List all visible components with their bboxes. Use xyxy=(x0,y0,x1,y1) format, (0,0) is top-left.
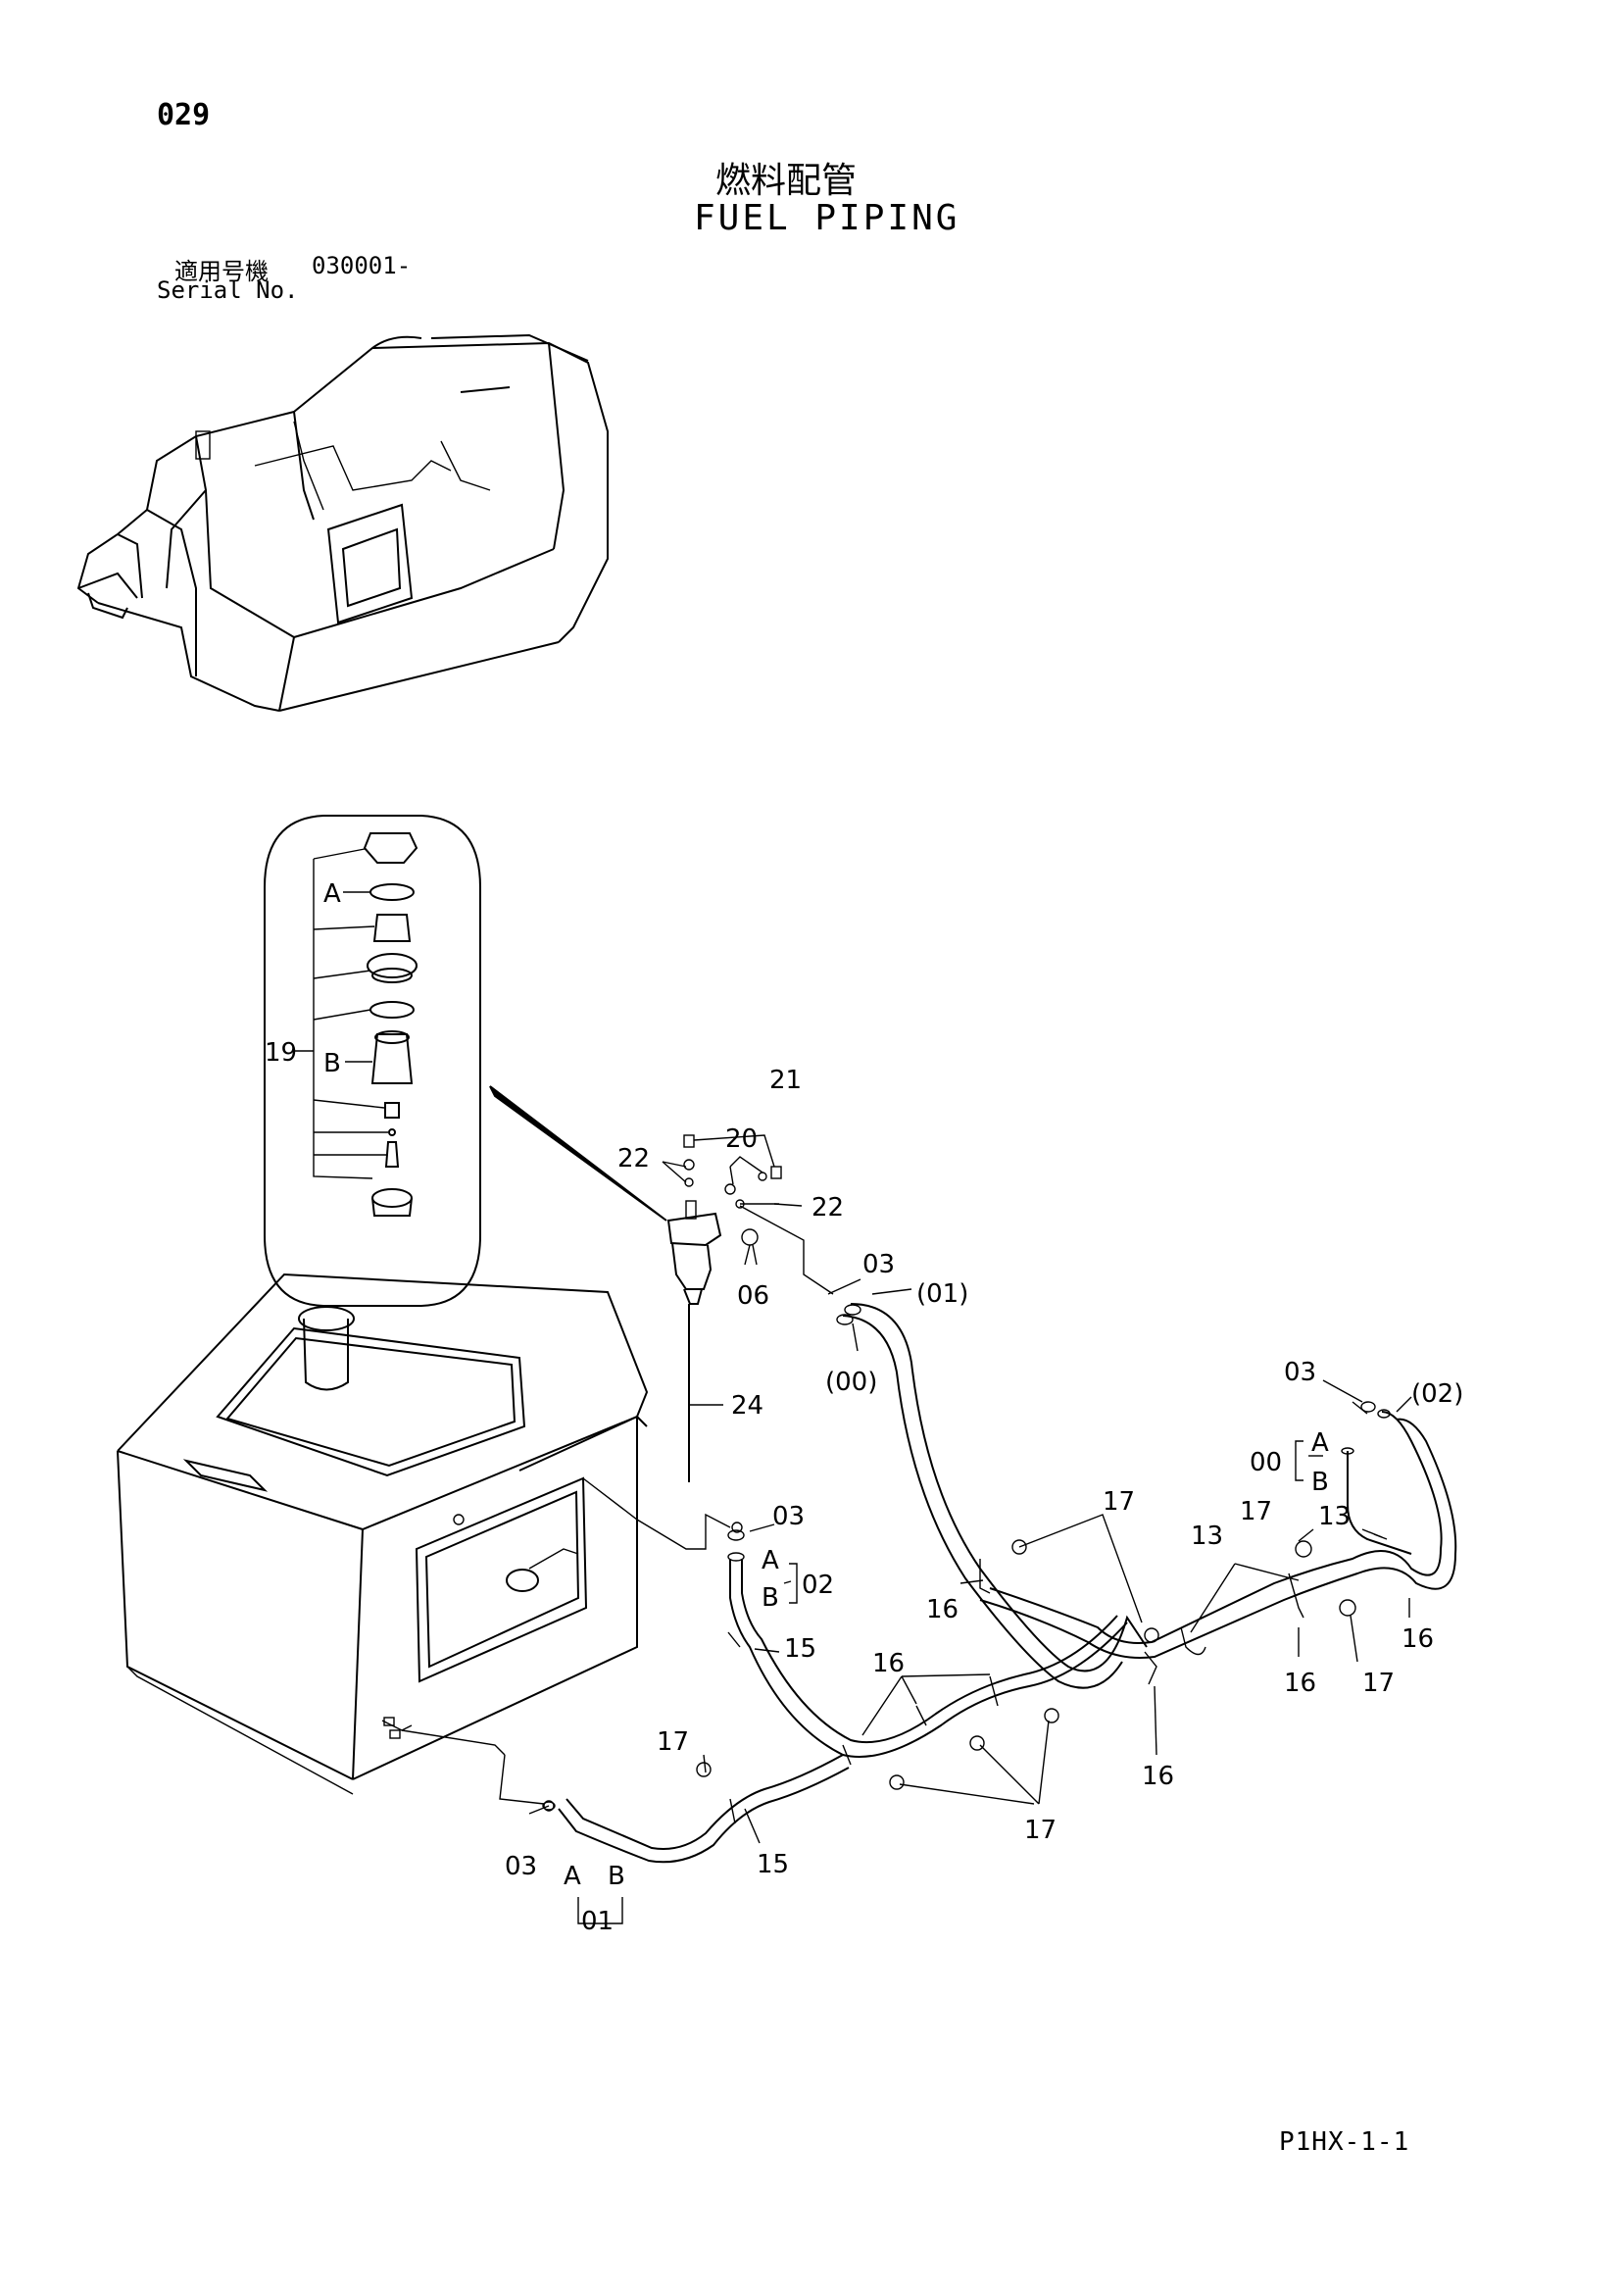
drawing-code: P1HX-1-1 xyxy=(1279,2127,1410,2157)
callout-03-top: 03 xyxy=(862,1250,895,1279)
page-title: FUEL PIPING xyxy=(694,198,960,238)
callout-00: 00 xyxy=(1250,1448,1282,1477)
callout-01: 01 xyxy=(581,1907,614,1936)
callout-filter-b: B xyxy=(323,1049,341,1078)
callout-15-bottom: 15 xyxy=(757,1850,789,1879)
callout-00-paren: (00) xyxy=(825,1368,877,1397)
callout-02: 02 xyxy=(802,1571,834,1600)
page-number: 029 xyxy=(157,98,211,132)
fuel-hose-routing xyxy=(528,1278,1457,1924)
callout-16-b: 16 xyxy=(872,1649,905,1678)
callout-20: 20 xyxy=(725,1124,758,1154)
callout-16-d: 16 xyxy=(1284,1669,1316,1698)
callout-03-mid: 03 xyxy=(772,1502,805,1531)
fuel-tank-illustration xyxy=(117,1273,731,1805)
page-title-japanese: 燃料配管 xyxy=(715,161,858,201)
callout-17-top: 17 xyxy=(1103,1487,1135,1517)
callout-00-a: A xyxy=(1311,1428,1329,1458)
callout-16-a: 16 xyxy=(926,1595,959,1624)
callout-01-paren: (01) xyxy=(916,1279,968,1309)
serial-label-japanese: 適用号機 xyxy=(174,258,269,285)
bracket-02 xyxy=(789,1563,798,1604)
callout-22-left: 22 xyxy=(617,1144,650,1173)
callout-01-a: A xyxy=(564,1862,581,1891)
callout-06: 06 xyxy=(737,1281,769,1311)
callout-02-b: B xyxy=(762,1583,779,1613)
callout-22-right: 22 xyxy=(812,1193,844,1223)
serial-label: Serial No. xyxy=(157,276,299,304)
callout-03-bottom: 03 xyxy=(505,1852,537,1881)
serial-number-range: 030001- xyxy=(312,252,412,279)
callout-13-right: 13 xyxy=(1318,1502,1351,1531)
callout-17-bottom: 17 xyxy=(1024,1816,1057,1845)
fuel-filter-exploded-view: 19 A B xyxy=(264,815,481,1307)
callout-17-right: 17 xyxy=(1240,1497,1272,1526)
callout-00-b: B xyxy=(1311,1468,1329,1497)
callout-filter-a: A xyxy=(323,879,341,909)
callout-02-a: A xyxy=(762,1546,779,1575)
machine-overview-illustration xyxy=(76,333,609,712)
callout-16-e: 16 xyxy=(1142,1762,1174,1791)
callout-15-top: 15 xyxy=(784,1634,816,1664)
callout-21: 21 xyxy=(769,1066,802,1095)
callout-13-mid: 13 xyxy=(1191,1522,1223,1551)
callout-24: 24 xyxy=(731,1391,763,1421)
callout-03-right: 03 xyxy=(1284,1358,1316,1387)
callout-19: 19 xyxy=(265,1038,297,1068)
bracket-00 xyxy=(1295,1440,1303,1481)
callout-16-c: 16 xyxy=(1402,1624,1434,1654)
detail-pointer xyxy=(489,1085,667,1222)
callout-17-left: 17 xyxy=(657,1727,689,1757)
callout-02-paren: (02) xyxy=(1411,1379,1463,1409)
filter-head-assembly: 21 20 22 22 06 24 xyxy=(617,1066,844,1482)
callout-17-right-low: 17 xyxy=(1362,1669,1395,1698)
callout-01-b: B xyxy=(608,1862,625,1891)
